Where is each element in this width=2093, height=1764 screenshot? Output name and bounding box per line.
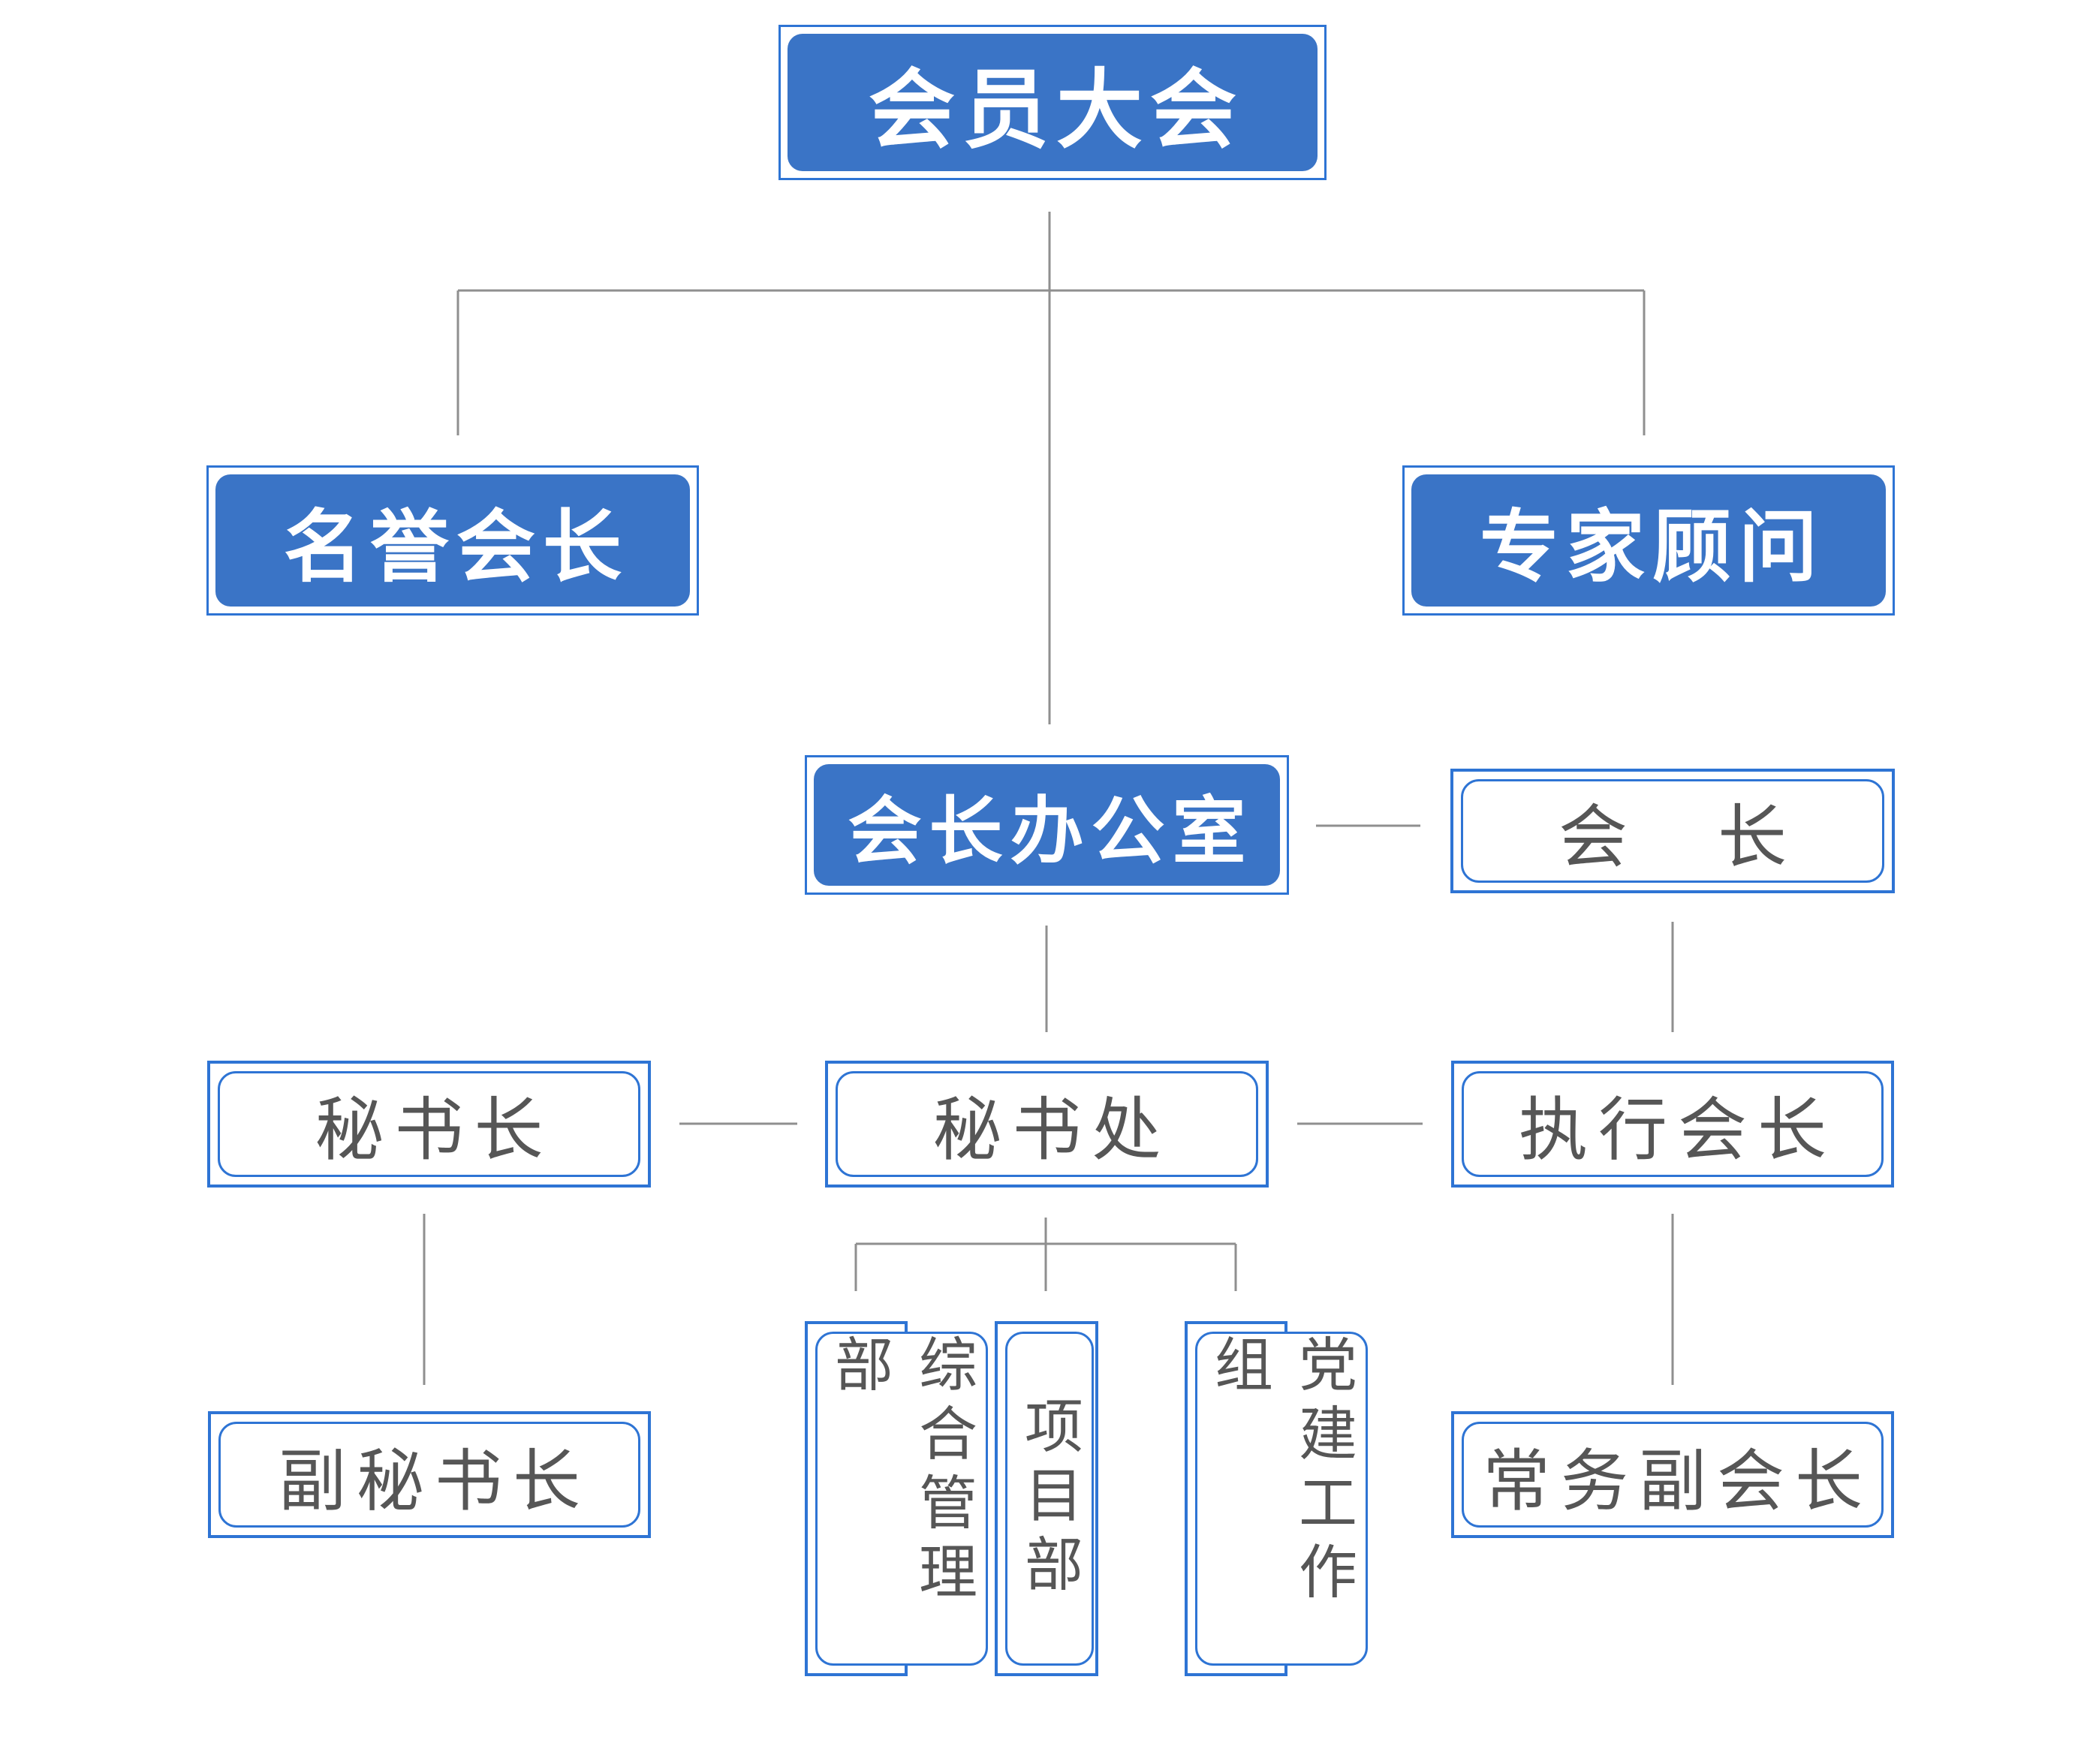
- node-dept-general-management: 综合管理部: [805, 1321, 988, 1676]
- node-deputy-secretary-general-label: 副秘书长: [218, 1422, 640, 1528]
- node-expert-advisor: 专家顾问: [1402, 465, 1895, 616]
- node-standing-vice-president: 常务副会长: [1451, 1411, 1894, 1538]
- node-secretary-general: 秘书长: [207, 1061, 651, 1188]
- node-dept-party-building: 党建工作组: [1185, 1321, 1368, 1676]
- node-members-assembly: 会员大会: [778, 25, 1327, 180]
- node-dept-project: 项目部: [995, 1321, 1098, 1676]
- node-president-office: 会长办公室: [805, 755, 1289, 895]
- node-dept-party-building-label: 党建工作组: [1195, 1332, 1368, 1666]
- node-secretary-general-label: 秘书长: [218, 1071, 640, 1177]
- node-standing-vice-president-label: 常务副会长: [1462, 1422, 1884, 1528]
- node-members-assembly-label: 会员大会: [788, 34, 1318, 171]
- node-dept-general-management-label: 综合管理部: [815, 1332, 988, 1666]
- node-honorary-president-label: 名誉会长: [215, 474, 690, 607]
- node-deputy-secretary-general: 副秘书长: [208, 1411, 651, 1538]
- node-president: 会 长: [1450, 769, 1895, 893]
- node-secretariat-label: 秘书处: [836, 1071, 1258, 1177]
- node-president-office-label: 会长办公室: [814, 764, 1280, 886]
- node-expert-advisor-label: 专家顾问: [1411, 474, 1886, 607]
- node-honorary-president: 名誉会长: [206, 465, 699, 616]
- node-executive-president-label: 执行会长: [1462, 1071, 1884, 1177]
- node-secretariat: 秘书处: [825, 1061, 1269, 1188]
- node-dept-project-label: 项目部: [1005, 1332, 1094, 1666]
- node-executive-president: 执行会长: [1451, 1061, 1894, 1188]
- node-president-label: 会 长: [1461, 779, 1884, 883]
